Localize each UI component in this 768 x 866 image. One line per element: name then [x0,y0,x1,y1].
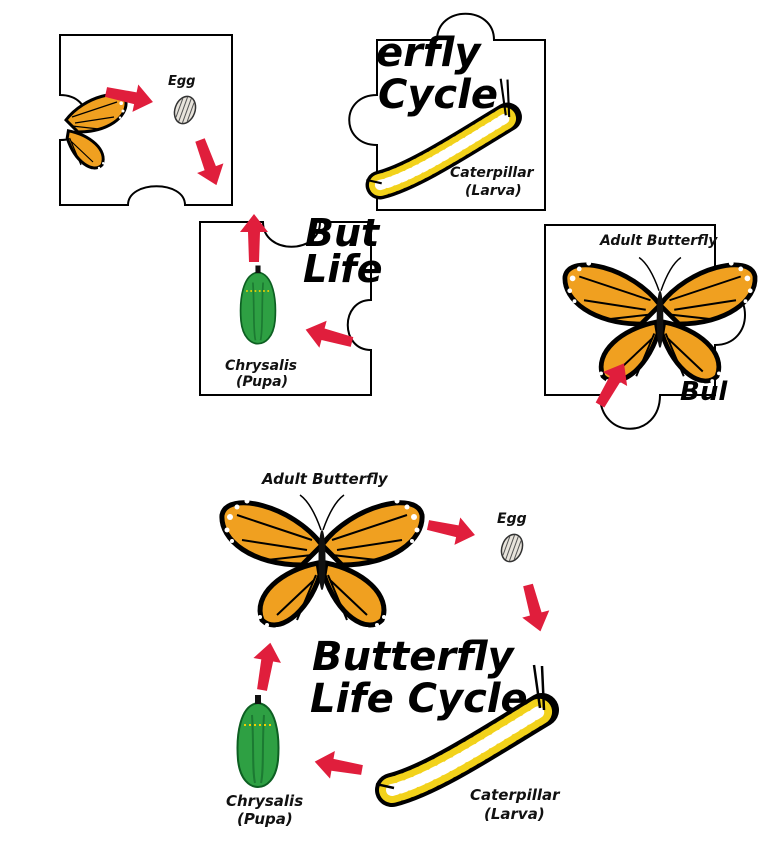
title-line-1: Butterfly [312,634,516,680]
egg-label: Egg [497,511,527,527]
title-fragment: But [305,211,381,255]
egg-icon [497,530,527,566]
puzzle-piece-top-left[interactable]: Egg [59,34,233,206]
puzzle-piece-right[interactable]: Adult Butterfly Bul [544,224,755,430]
butterfly-icon [222,495,422,631]
title-fragment: erfly [376,30,482,76]
title-line-2: Life Cycle [310,676,528,722]
pupa-label: (Pupa) [237,810,293,828]
pupa-label: (Pupa) [236,374,288,390]
chrysalis-icon [236,694,280,788]
title-fragment: Cycle [378,72,498,118]
larva-label: (Larva) [465,183,522,199]
adult-butterfly-label: Adult Butterfly [599,233,718,249]
larva-label: (Larva) [484,805,545,823]
puzzle-piece-top-right[interactable]: erfly Cycle Caterpillar (Larva) [348,12,546,211]
adult-butterfly-label: Adult Butterfly [261,470,389,488]
egg-label: Egg [168,74,196,89]
chrysalis-label: Chrysalis [225,358,297,374]
completed-diagram: Adult Butterfly Egg Butterfly Life Cycle… [222,470,561,828]
chrysalis-label: Chrysalis [226,792,303,810]
caterpillar-label: Caterpillar [450,165,535,181]
arrow-icon [248,640,285,693]
title-fragment: Life [303,247,383,291]
caterpillar-label: Caterpillar [470,786,561,804]
title-fragment: Bul [680,377,728,407]
puzzle-piece-middle[interactable]: But Life Chrysalis (Pupa) [199,211,383,396]
arrow-icon [425,511,478,549]
arrow-icon [514,581,554,635]
arrow-icon [312,747,365,784]
